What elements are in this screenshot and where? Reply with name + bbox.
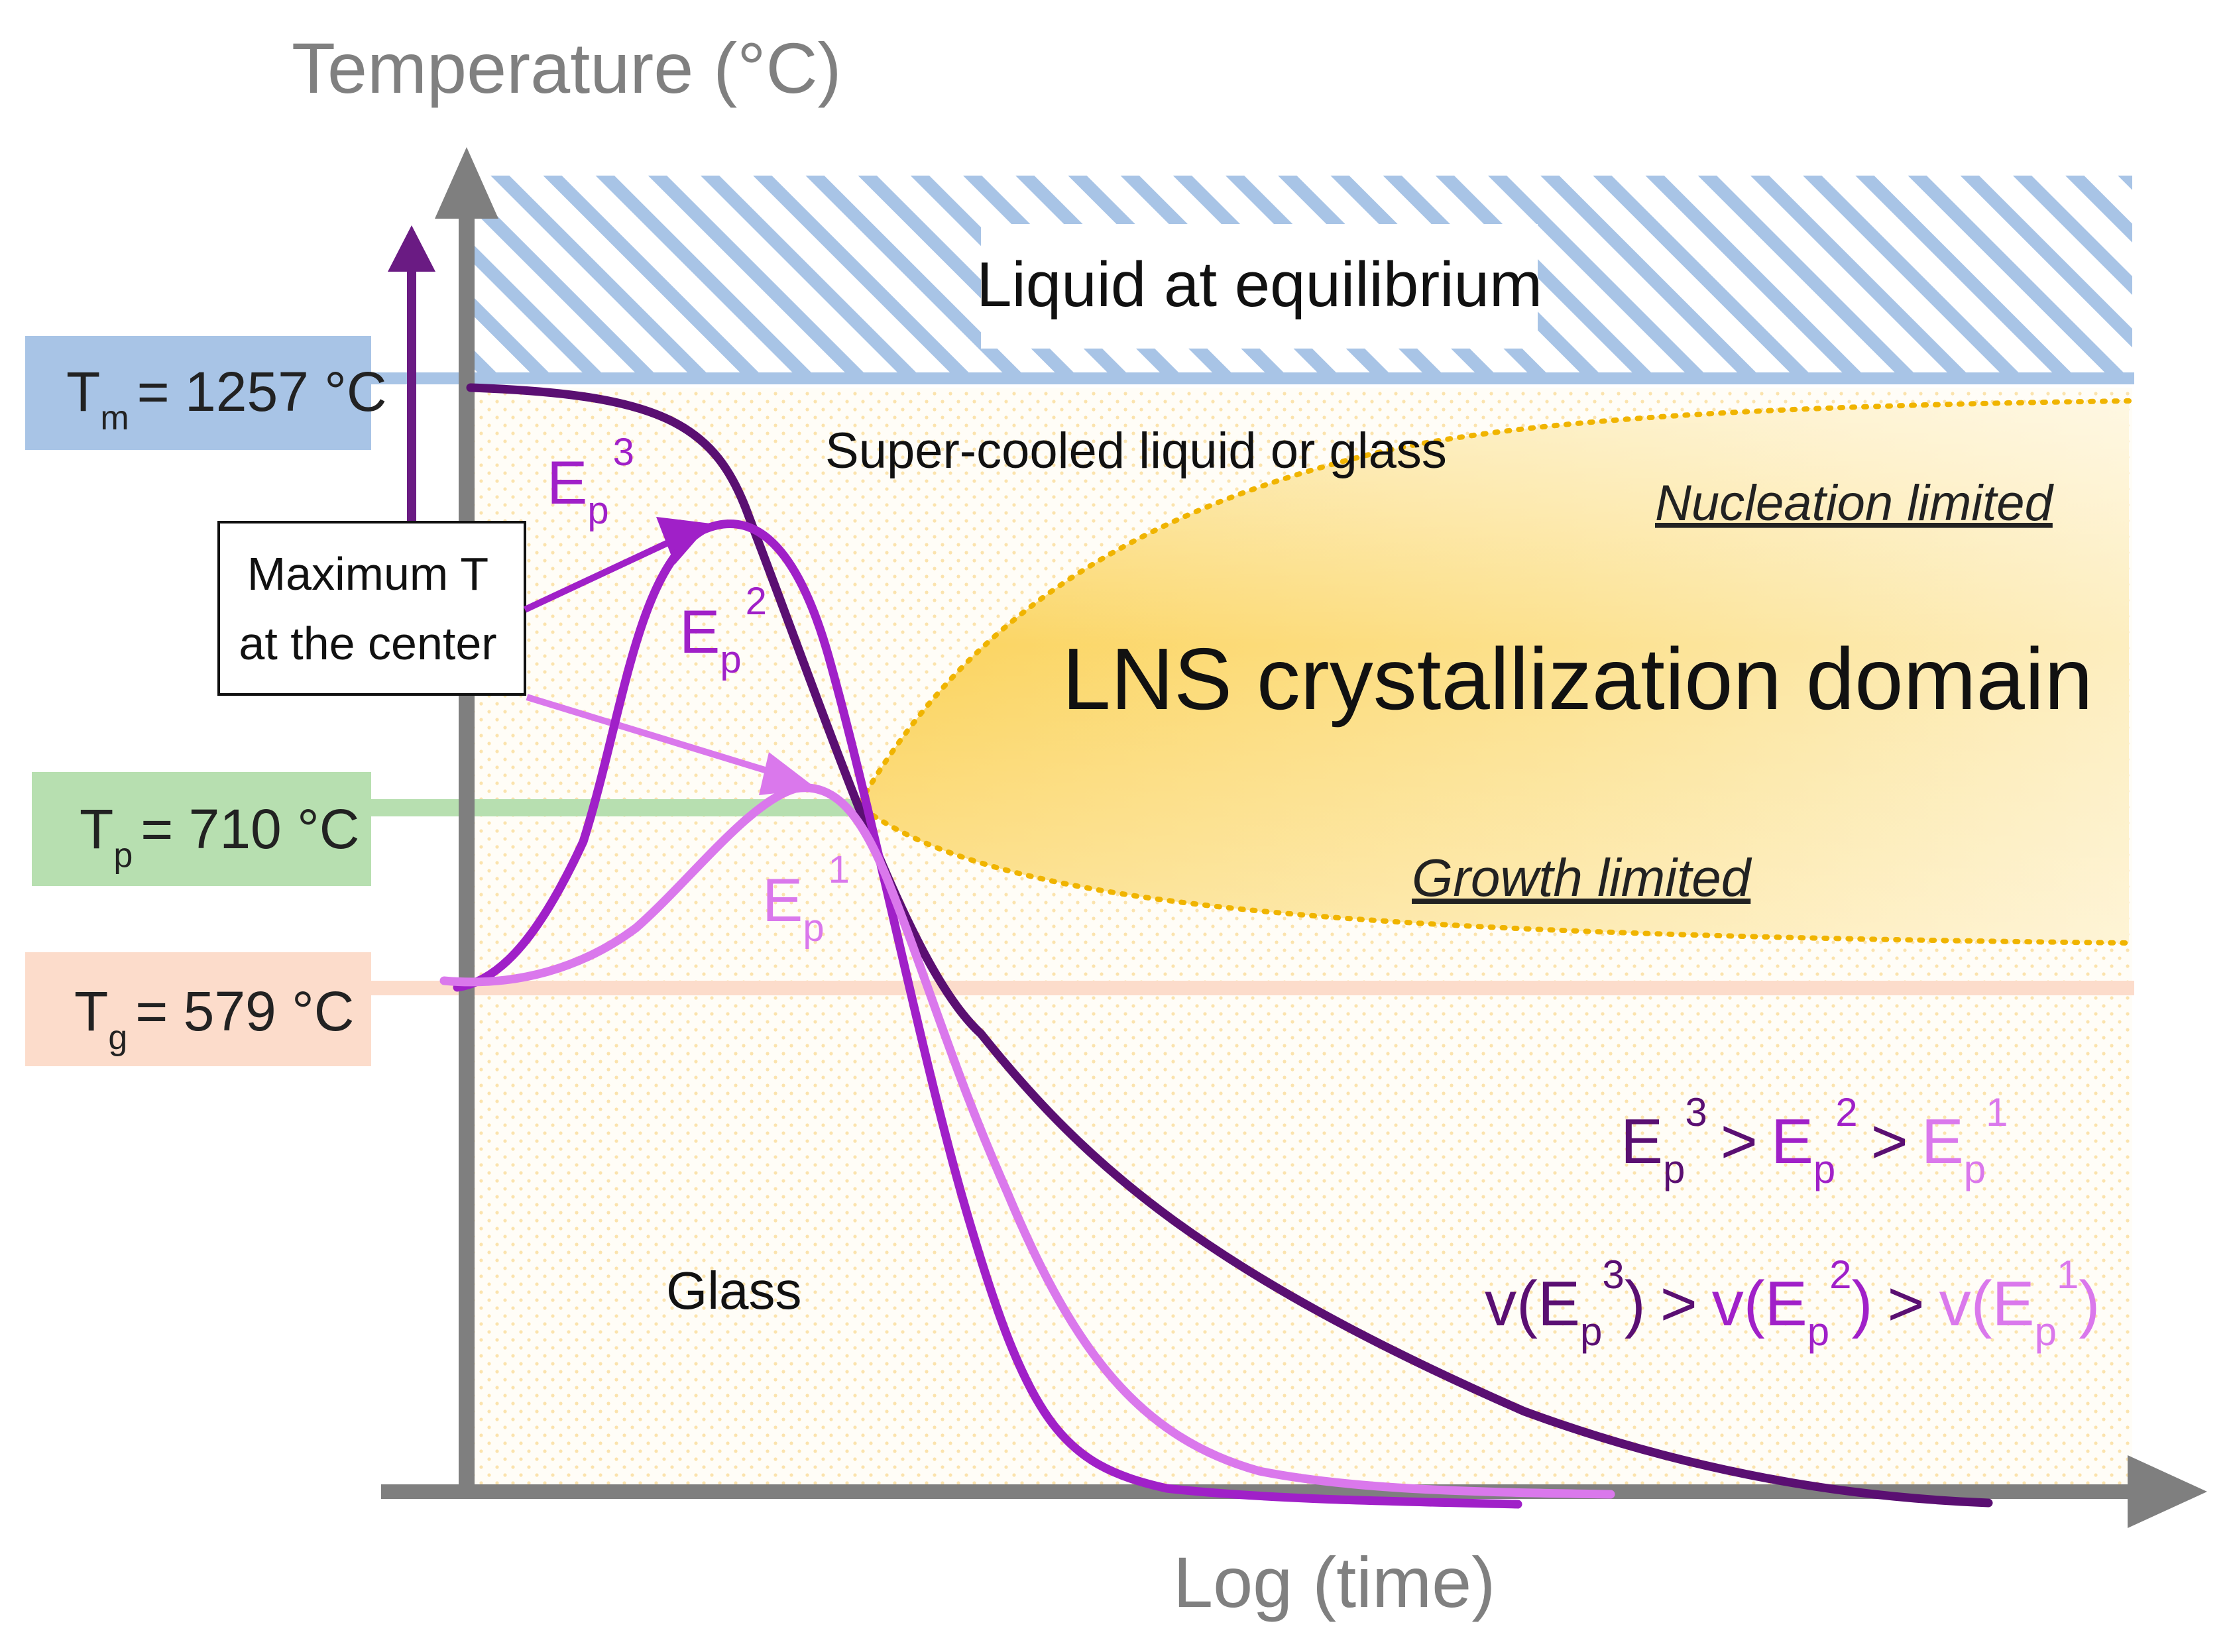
growth-label: Growth limited: [1412, 848, 1752, 907]
liquid-label: Liquid at equilibrium: [976, 249, 1542, 320]
svg-text:at the center: at the center: [239, 618, 496, 669]
velocity-relation: v(Ep3)>v(Ep2)>v(Ep1): [1485, 1252, 2100, 1354]
curve-ep3: [466, 383, 1993, 1508]
crystallization-label: LNS crystallization domain: [1062, 630, 2092, 728]
curve-ep1: [439, 783, 1615, 1499]
y-axis: [435, 147, 498, 1498]
glass-label: Glass: [666, 1261, 802, 1320]
curve-ep2: [453, 519, 1522, 1509]
x-axis-label: Log (time): [1173, 1542, 1495, 1622]
supercooled-label: Super-cooled liquid or glass: [825, 423, 1447, 479]
energy-relation: Ep3>Ep2>Ep1: [1621, 1090, 2008, 1191]
max-t-annotation: Maximum T at the center: [217, 521, 526, 696]
svg-text:Maximum T: Maximum T: [247, 548, 488, 600]
curve-label-ep1: Ep1: [762, 848, 850, 950]
nucleation-label: Nucleation limited: [1655, 475, 2055, 531]
crystallization-domain-shade: [858, 401, 2129, 943]
tm-label: Tm= 1257 °C: [25, 336, 387, 450]
tp-line: [371, 799, 855, 816]
svg-text:Tm= 1257 °C: Tm= 1257 °C: [66, 360, 387, 437]
liquid-label-box: [981, 224, 1538, 349]
max-temperature-arrow: [388, 225, 435, 527]
svg-text:Tp= 710 °C: Tp= 710 °C: [80, 798, 359, 875]
y-axis-label: Temperature (°C): [292, 28, 841, 108]
tm-line: [371, 372, 2134, 384]
curve-label-ep2: Ep2: [679, 580, 767, 681]
svg-text:Tg= 579 °C: Tg= 579 °C: [74, 980, 354, 1057]
curve-label-ep3: Ep3: [547, 431, 634, 532]
tp-label: Tp= 710 °C: [32, 772, 371, 886]
crystallization-domain-border: [854, 398, 2132, 946]
tg-label: Tg= 579 °C: [25, 952, 371, 1066]
tg-line: [371, 981, 2134, 995]
